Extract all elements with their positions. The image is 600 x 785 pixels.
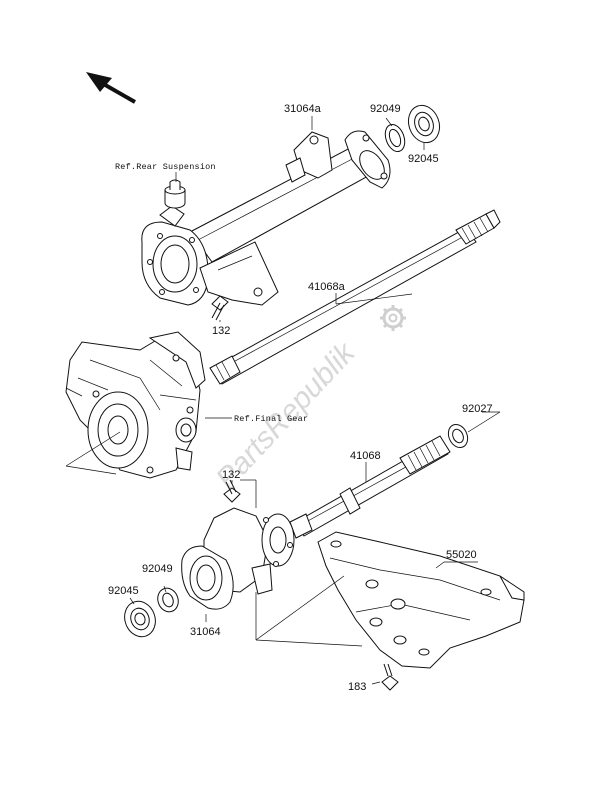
- label-41068: 41068: [350, 450, 381, 462]
- skid-plate: [317, 531, 525, 669]
- gear-icon: [380, 305, 406, 331]
- bolt-183: [381, 663, 399, 691]
- direction-arrow-icon: [86, 72, 136, 104]
- bump-stop: [164, 179, 186, 209]
- ref-final-gear: Ref.Final Gear: [234, 414, 308, 424]
- label-31064a: 31064a: [284, 103, 322, 115]
- axle-housing-lower: [181, 507, 295, 610]
- label-92045-upper: 92045: [408, 153, 439, 165]
- label-31064: 31064: [190, 626, 221, 638]
- final-gear-case: [65, 331, 206, 479]
- label-132-lower: 132: [222, 469, 240, 481]
- label-183: 183: [348, 681, 366, 693]
- bearing-92045-lower: [124, 600, 156, 638]
- seal-92049-upper: [384, 123, 406, 153]
- axle-shaft-short: [289, 435, 451, 539]
- label-41068a: 41068a: [308, 281, 346, 293]
- label-92027: 92027: [462, 403, 493, 415]
- label-92045-lower: 92045: [108, 585, 139, 597]
- label-92049-lower: 92049: [142, 563, 173, 575]
- bearing-92045-upper: [407, 104, 441, 144]
- axle-shaft-long: [209, 209, 501, 385]
- bolt-132-upper: [211, 295, 229, 321]
- ref-rear-suspension: Ref.Rear Suspension: [115, 162, 216, 172]
- label-92049-upper: 92049: [370, 103, 401, 115]
- bolt-132-lower: [223, 479, 241, 503]
- label-132-upper: 132: [212, 325, 230, 337]
- part-labels: 31064a 92049 92045 41068a 132 92027 4106…: [108, 103, 493, 693]
- label-55020: 55020: [446, 549, 477, 561]
- seal-92027: [447, 423, 469, 449]
- seal-92049-lower: [157, 587, 179, 613]
- axle-housing-upper: [141, 130, 391, 306]
- leader-lines: [65, 116, 501, 685]
